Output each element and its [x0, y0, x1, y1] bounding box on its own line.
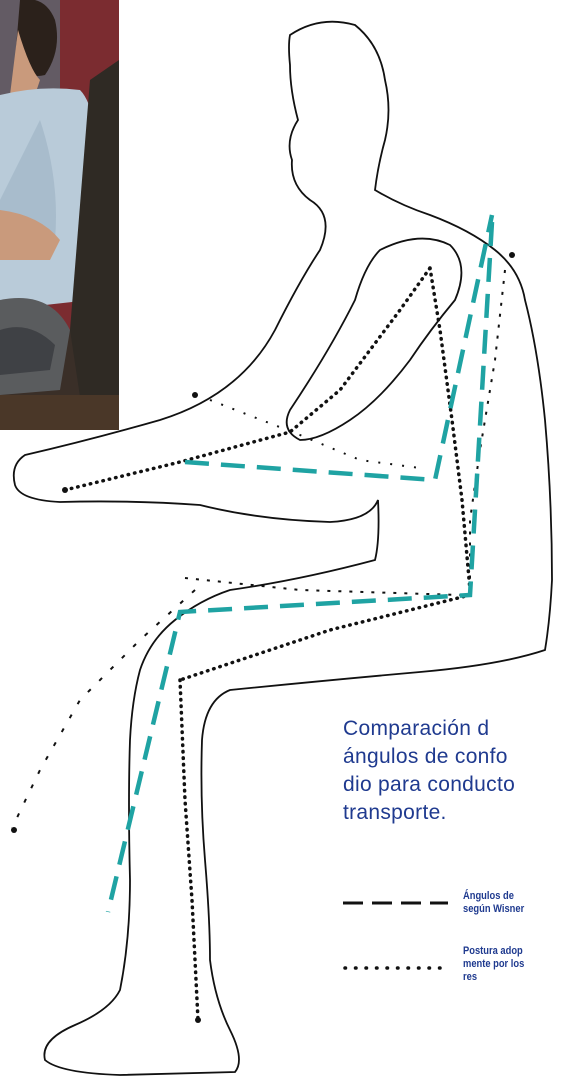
caption: Comparación d ángulos de confo dio para …	[343, 715, 564, 827]
driver-photo	[0, 0, 119, 430]
wisner-angle-lines	[105, 214, 495, 913]
legend-dotted-line-1: Postura adop	[463, 945, 523, 957]
body-outline	[12, 20, 553, 1076]
dashed-line-symbol	[343, 901, 448, 905]
foot-dot	[11, 827, 17, 833]
ankle-dot	[195, 1017, 201, 1023]
arm-outline	[285, 237, 463, 441]
hatch-lines	[11, 269, 506, 829]
dotted-line-symbol	[343, 966, 450, 970]
legend-dashed-line-2: según Wisner	[463, 903, 525, 915]
legend-item-dashed: Ángulos de según Wisner	[343, 890, 564, 930]
caption-line-2: ángulos de confo	[343, 745, 508, 768]
legend-dotted-line-3: res	[463, 971, 478, 983]
caption-line-1: Comparación d	[343, 717, 490, 740]
legend-text-dotted: Postura adop mente por los res	[463, 945, 524, 984]
hand-dot	[62, 487, 68, 493]
elbow-dot	[192, 392, 198, 398]
legend-text-dashed: Ángulos de según Wisner	[463, 890, 524, 916]
shoulder-dot	[509, 252, 515, 258]
caption-line-4: transporte.	[343, 801, 447, 824]
observed-posture-lines	[63, 266, 472, 1022]
legend-dotted-line-2: mente por los	[463, 958, 525, 970]
driver-photo-illustration	[0, 0, 119, 430]
legend-item-dotted: Postura adop mente por los res	[343, 945, 564, 995]
legend-dashed-line-1: Ángulos de	[463, 890, 514, 902]
caption-line-3: dio para conducto	[343, 773, 516, 796]
